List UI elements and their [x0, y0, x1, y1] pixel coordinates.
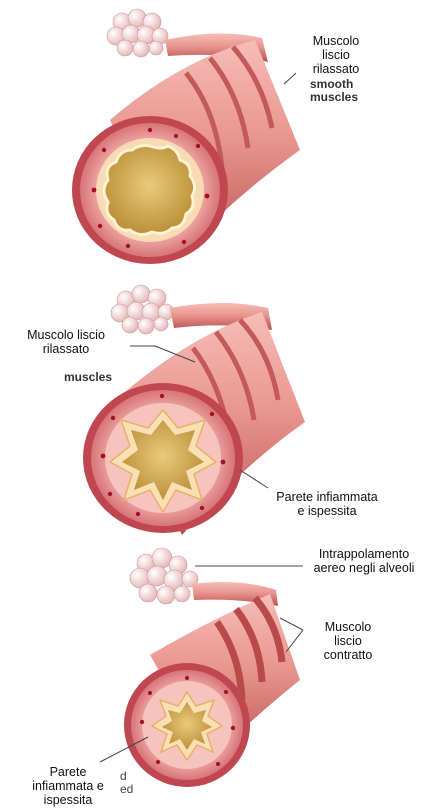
label-relaxed-smooth-muscle-1: Muscolo liscio rilassato [296, 34, 376, 76]
label-relaxed-smooth-muscle-2: Muscolo liscio rilassato [8, 328, 124, 356]
ghost-label-muscles: muscles [64, 371, 112, 384]
label-air-trapping-alveoli: Intrappolamento aereo negli alveoli [304, 547, 424, 575]
alveoli-cluster [111, 285, 174, 334]
airway-asthma [124, 548, 300, 787]
ghost-label-smooth-muscles: smooth muscles [310, 78, 358, 104]
label-inflamed-thickened-wall-3: Parete infiammata e ispessita [18, 765, 118, 807]
label-contracted-smooth-muscle: Muscolo liscio contratto [305, 620, 391, 662]
leader-line-muscle-3b [286, 630, 303, 652]
airway-lumen [104, 146, 195, 235]
leader-line-wall-2 [240, 470, 268, 488]
leader-line-muscle-3a [280, 618, 303, 630]
airway-normal [72, 9, 300, 264]
alveoli-cluster [107, 9, 168, 57]
alveoli-cluster-trapped-air [130, 548, 198, 604]
label-inflamed-thickened-wall-2: Parete infiammata e ispessita [262, 490, 392, 518]
ghost-label-thickened: d ed [120, 770, 133, 796]
